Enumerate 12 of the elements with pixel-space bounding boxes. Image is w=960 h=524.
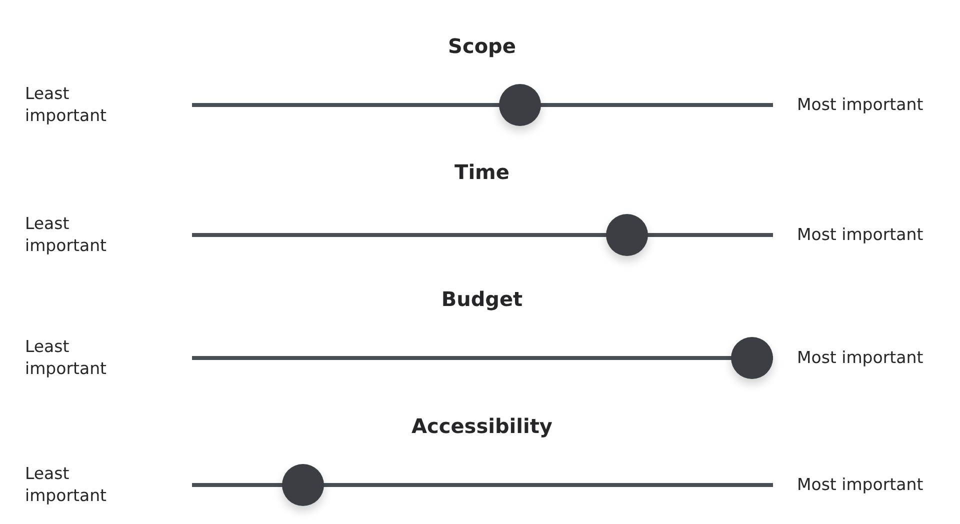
slider-title: Scope [448, 34, 516, 58]
scale-max-label: Most important [797, 94, 924, 116]
slider-title: Time [454, 160, 510, 184]
scale-min-label: Least important [25, 83, 108, 127]
scale-max-label: Most important [797, 474, 924, 496]
scale-max-label: Most important [797, 224, 924, 246]
scale-min-label: Least important [25, 336, 108, 380]
slider-title: Accessibility [412, 414, 552, 438]
scale-min-label: Least important [25, 463, 108, 507]
slider-title: Budget [441, 287, 523, 311]
scale-max-label: Most important [797, 347, 924, 369]
scale-min-label: Least important [25, 213, 108, 257]
